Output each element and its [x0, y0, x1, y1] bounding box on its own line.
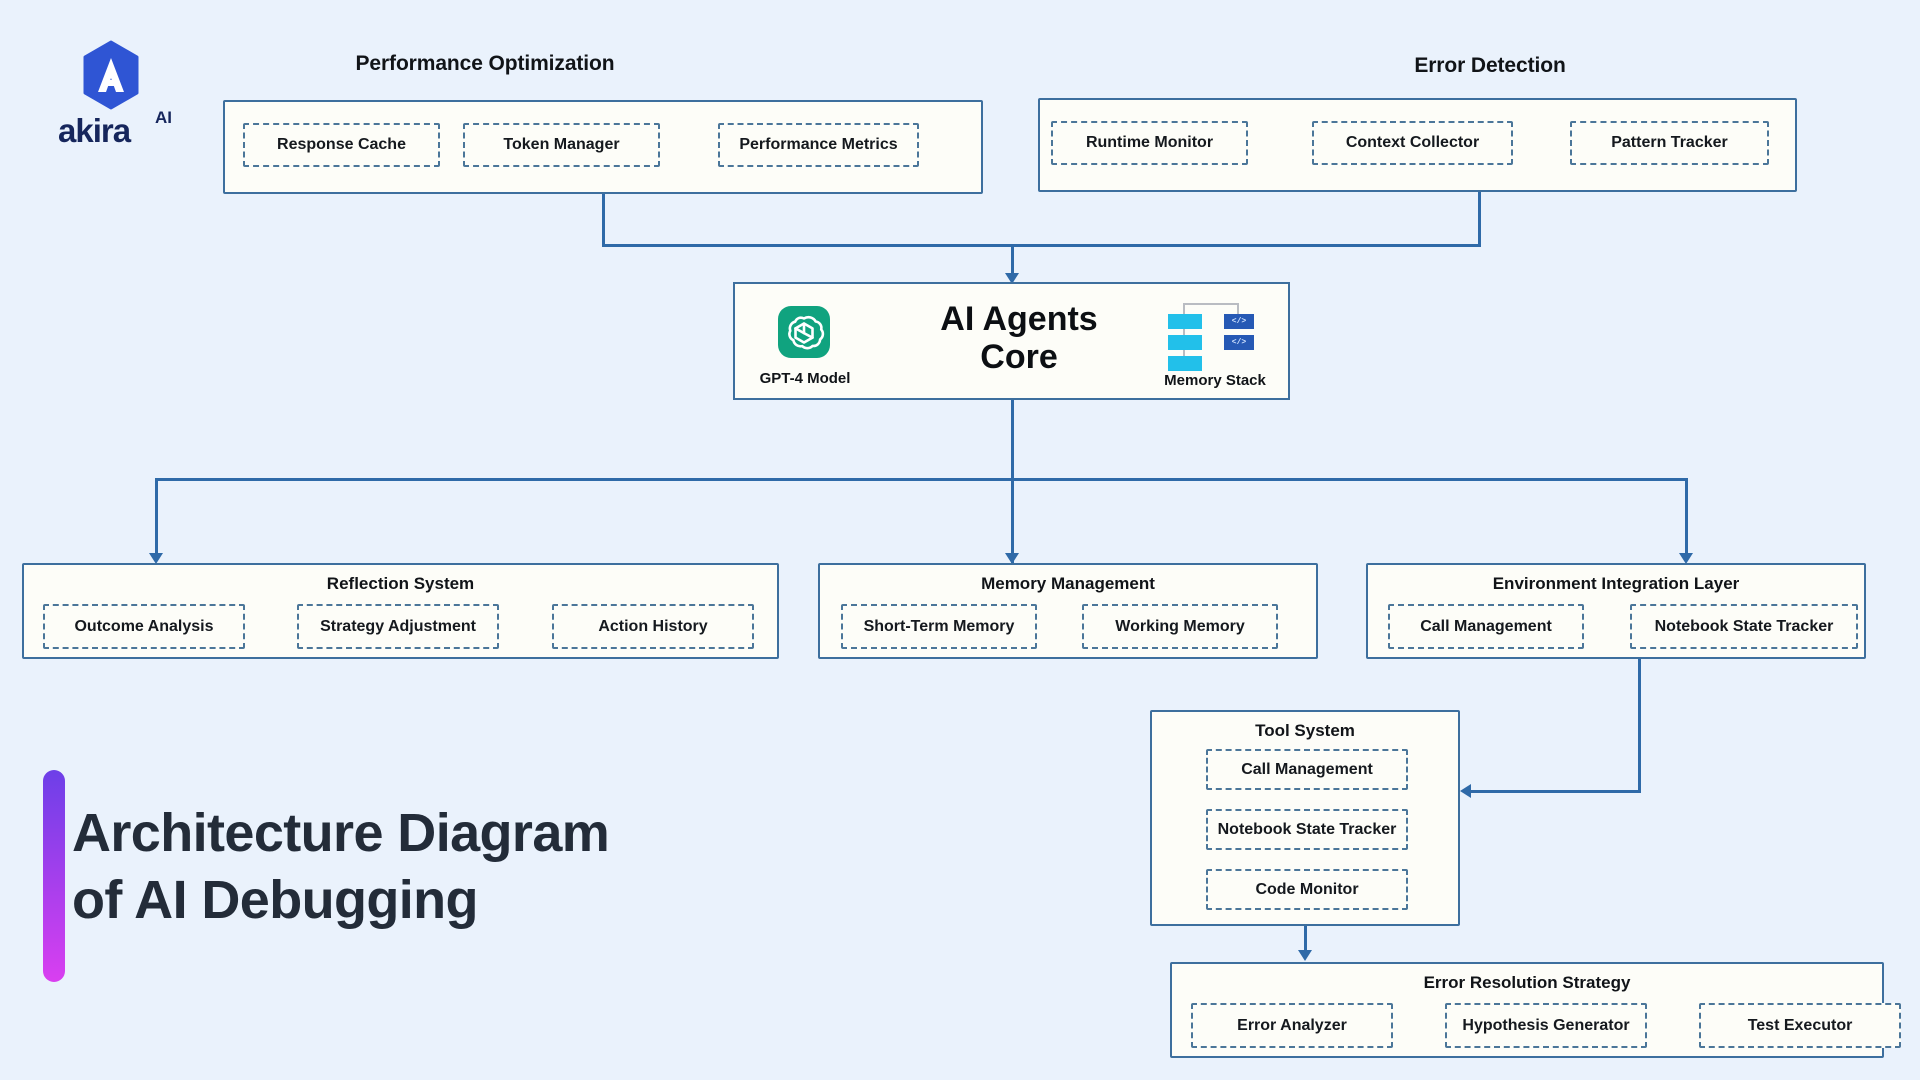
connector-core-down: [1011, 400, 1014, 566]
core-left-icon-caption: GPT-4 Model: [759, 370, 851, 387]
chip-action-history[interactable]: Action History: [552, 604, 754, 649]
chip-call-management-env[interactable]: Call Management: [1388, 604, 1584, 649]
panel-label-environment-integration-layer: Environment Integration Layer: [1492, 574, 1740, 593]
panel-memory-management: Memory Management Short-Term Memory Work…: [818, 563, 1318, 659]
chip-pattern-tracker[interactable]: Pattern Tracker: [1570, 121, 1769, 165]
brand-wordmark: akira: [58, 112, 131, 149]
connector-env-down: [1638, 659, 1641, 793]
panel-label-reflection-system: Reflection System: [326, 574, 475, 593]
panel-tool-system: Tool System Call Management Notebook Sta…: [1150, 710, 1460, 926]
group-title-performance-optimization: Performance Optimization: [355, 52, 615, 75]
connector-top-merge-bar: [602, 244, 1481, 247]
brand-superscript: AI: [155, 108, 172, 127]
panel-error-detection: Runtime Monitor Context Collector Patter…: [1038, 98, 1797, 192]
connector-merge-to-core: [1011, 244, 1014, 281]
chip-strategy-adjustment[interactable]: Strategy Adjustment: [297, 604, 499, 649]
panel-performance-optimization: Response Cache Token Manager Performance…: [223, 100, 983, 194]
arrowhead-into-error-resolution: [1298, 950, 1312, 961]
chip-test-executor[interactable]: Test Executor: [1699, 1003, 1901, 1048]
chip-outcome-analysis[interactable]: Outcome Analysis: [43, 604, 245, 649]
memory-stack-icon: </> </>: [1160, 298, 1270, 371]
panel-environment-integration-layer: Environment Integration Layer Call Manag…: [1366, 563, 1866, 659]
chip-context-collector[interactable]: Context Collector: [1312, 121, 1513, 165]
chip-notebook-state-tracker-tool[interactable]: Notebook State Tracker: [1206, 809, 1408, 850]
panel-label-memory-management: Memory Management: [981, 574, 1155, 593]
chip-notebook-state-tracker-env[interactable]: Notebook State Tracker: [1630, 604, 1858, 649]
brand-logo: akira AI: [58, 40, 198, 150]
page-title-line2: of AI Debugging: [72, 869, 479, 930]
code-glyph-1: </>: [1224, 314, 1254, 329]
panel-label-error-resolution-strategy: Error Resolution Strategy: [1423, 973, 1631, 992]
panel-reflection-system: Reflection System Outcome Analysis Strat…: [22, 563, 779, 659]
chip-hypothesis-generator[interactable]: Hypothesis Generator: [1445, 1003, 1647, 1048]
connector-fanout-right: [1685, 478, 1688, 560]
arrowhead-into-memory: [1005, 553, 1019, 564]
chip-code-monitor[interactable]: Code Monitor: [1206, 869, 1408, 910]
connector-fanout-bar: [155, 478, 1688, 481]
panel-ai-agents-core: GPT-4 Model AI Agents Core </> </> Memor…: [733, 282, 1290, 400]
group-title-error-detection: Error Detection: [1414, 54, 1566, 77]
arrowhead-into-tool-system: [1460, 784, 1471, 798]
core-title: AI Agents Core: [940, 300, 1098, 377]
code-glyph-2: </>: [1224, 335, 1254, 350]
arrowhead-into-core: [1005, 273, 1019, 284]
chip-error-analyzer[interactable]: Error Analyzer: [1191, 1003, 1393, 1048]
chip-token-manager[interactable]: Token Manager: [463, 123, 660, 167]
chip-performance-metrics[interactable]: Performance Metrics: [718, 123, 919, 167]
openai-gpt-logo-icon: [778, 306, 830, 358]
connector-env-to-tool: [1468, 790, 1641, 793]
connector-fanout-left: [155, 478, 158, 560]
chip-call-management-tool[interactable]: Call Management: [1206, 749, 1408, 790]
chip-working-memory[interactable]: Working Memory: [1082, 604, 1278, 649]
heading-accent-bar: [43, 770, 65, 982]
arrowhead-into-reflection: [149, 553, 163, 564]
core-right-icon-caption: Memory Stack: [1164, 372, 1266, 389]
chip-short-term-memory[interactable]: Short-Term Memory: [841, 604, 1037, 649]
connector-po-down: [602, 194, 605, 246]
panel-label-tool-system: Tool System: [1255, 721, 1355, 740]
akira-hexagon-logo-icon: [80, 40, 142, 110]
chip-response-cache[interactable]: Response Cache: [243, 123, 440, 167]
arrowhead-into-environment: [1679, 553, 1693, 564]
panel-error-resolution-strategy: Error Resolution Strategy Error Analyzer…: [1170, 962, 1901, 1058]
page-title-line1: Architecture Diagram: [72, 803, 610, 863]
connector-ed-down: [1478, 192, 1481, 246]
connector-tool-down: [1304, 926, 1307, 955]
chip-runtime-monitor[interactable]: Runtime Monitor: [1051, 121, 1248, 165]
